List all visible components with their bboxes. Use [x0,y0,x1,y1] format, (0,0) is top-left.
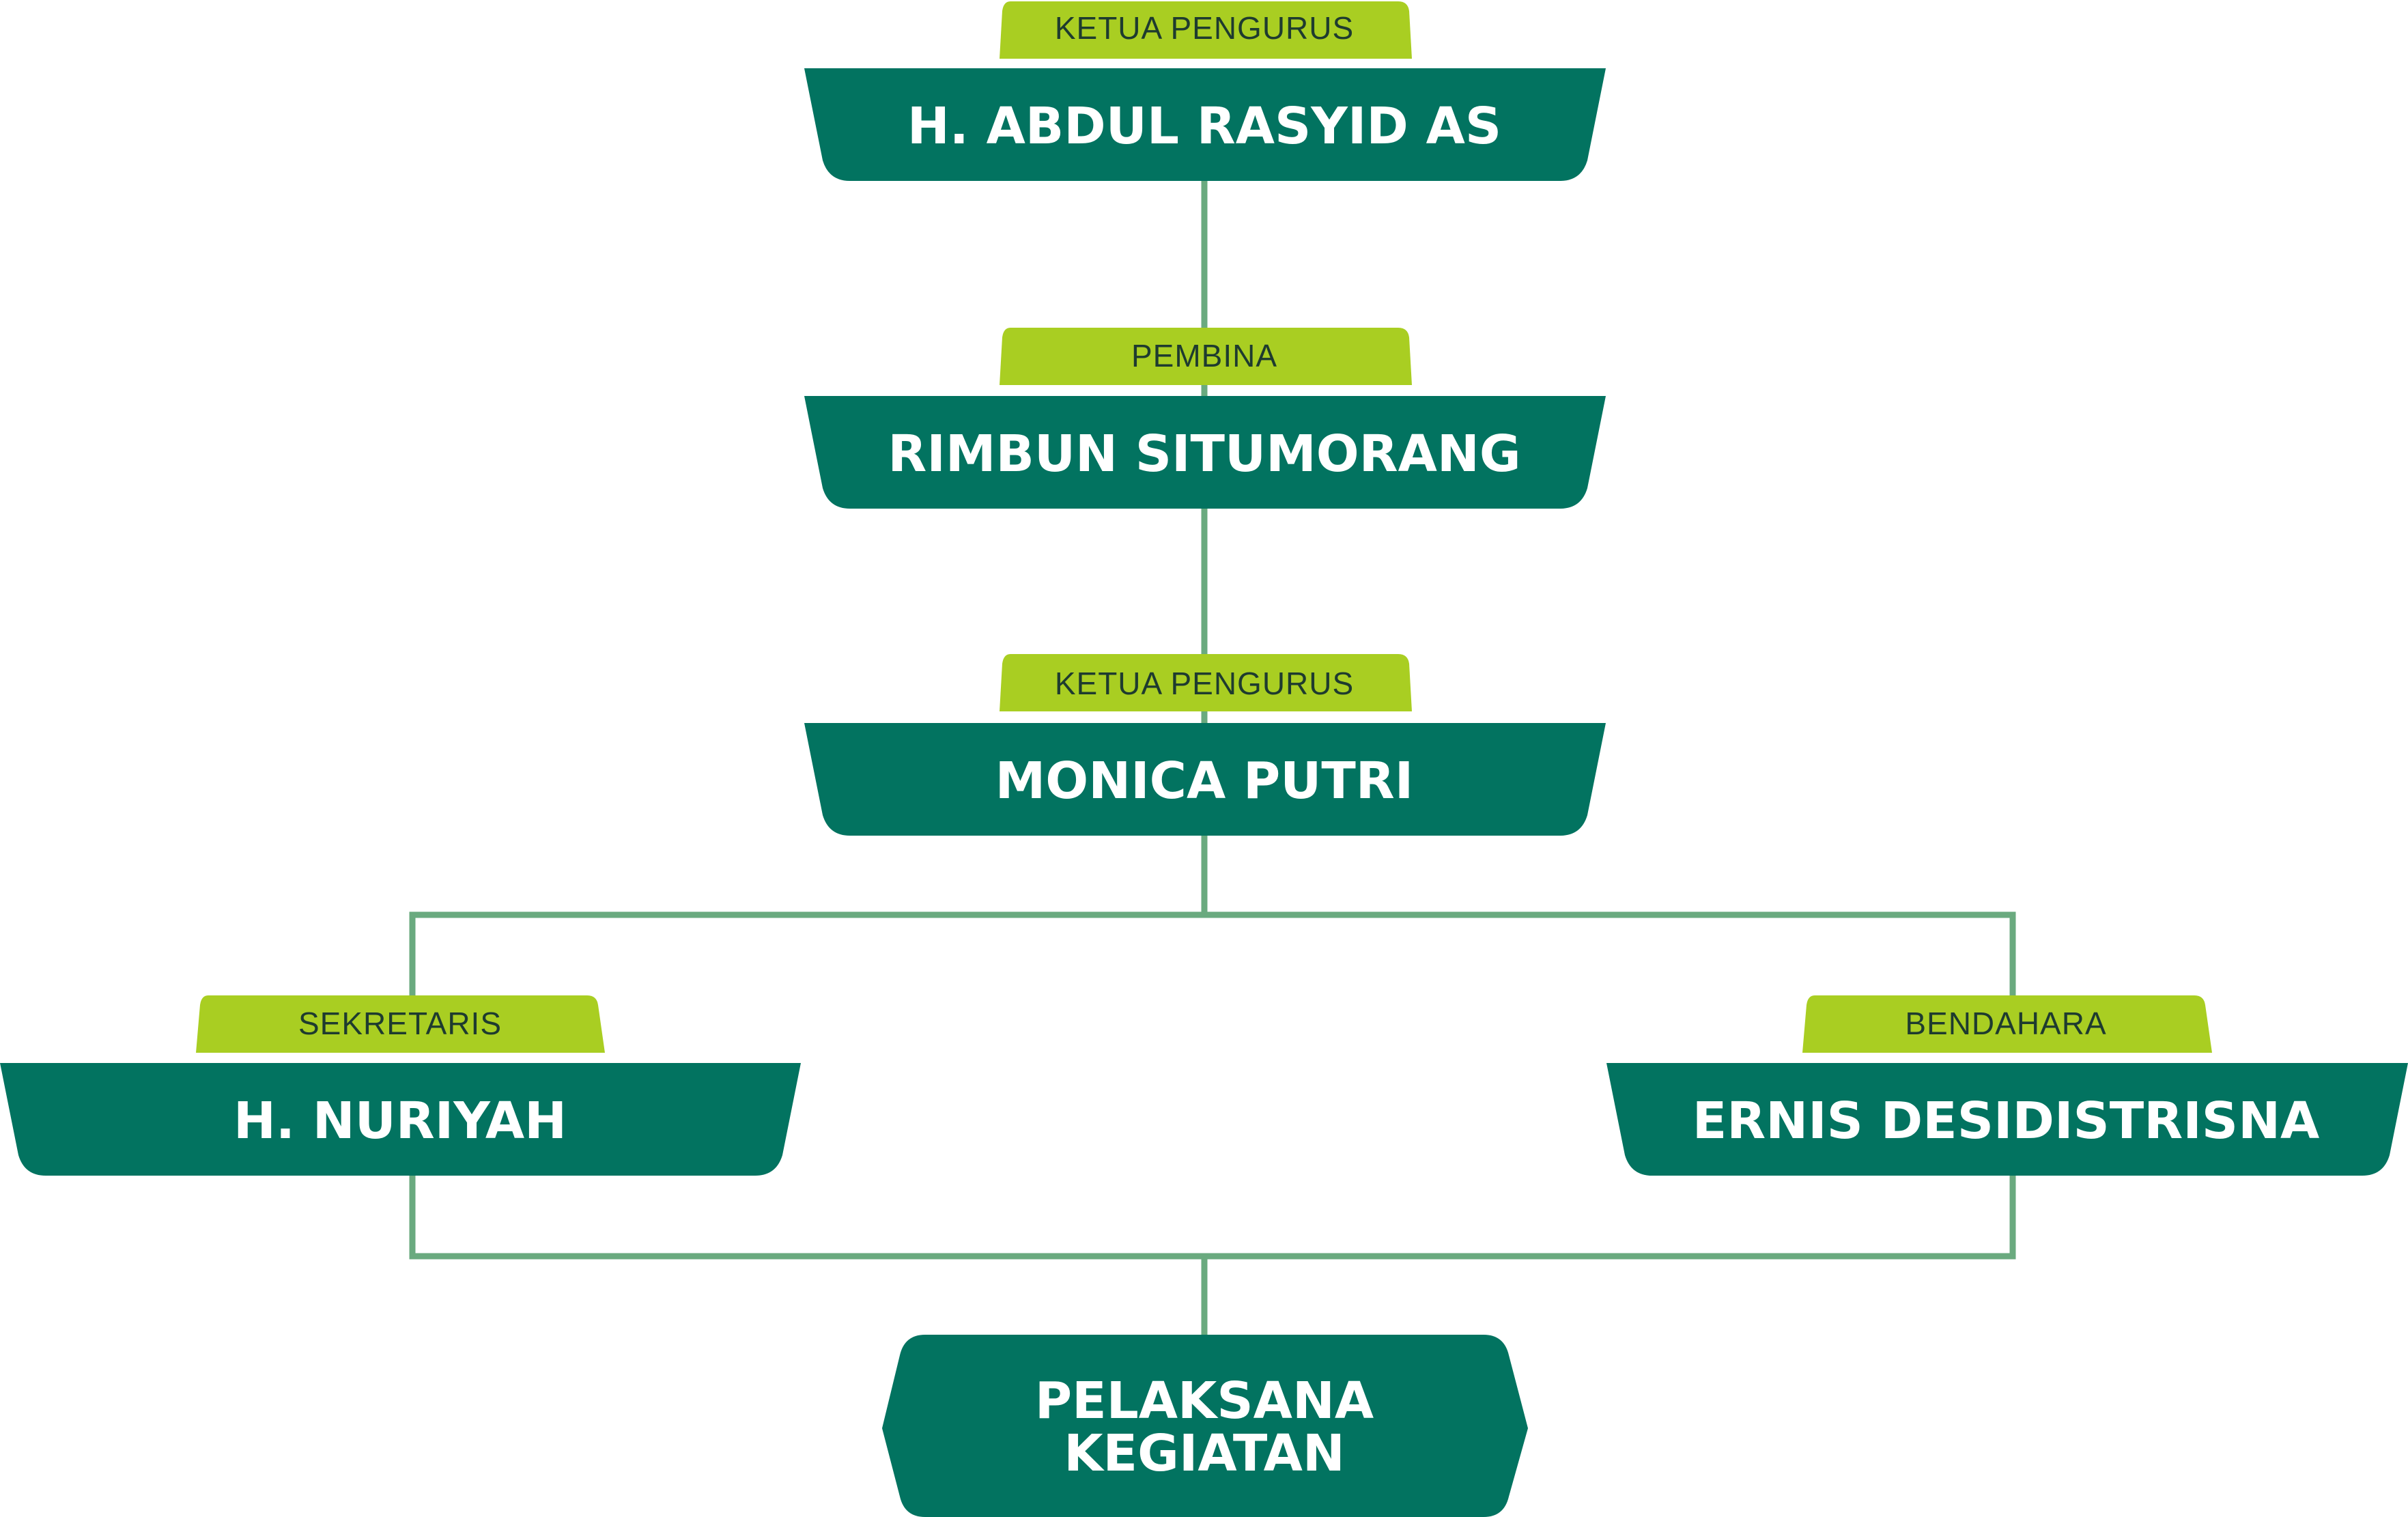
node-ketua-pengurus-middle: KETUA PENGURUS MONICA PUTRI [804,654,1606,836]
node-pembina: PEMBINA RIMBUN SITUMORANG [804,328,1606,509]
role-tab [1000,654,1412,711]
name-box [882,1335,1528,1517]
role-tab [196,995,605,1053]
name-box [804,396,1606,509]
name-box [1606,1063,2408,1176]
role-label: KETUA PENGURUS [1055,666,1354,701]
connector-merge [409,1176,2016,1260]
name-label: ERNIS DESIDISTRISNA [1692,1092,2320,1150]
node-sekretaris: SEKRETARIS H. NURIYAH [0,995,801,1176]
node-bendahara: BENDAHARA ERNIS DESIDISTRISNA [1606,995,2408,1176]
role-label: SEKRETARIS [298,1006,502,1041]
connectors [409,181,2016,1337]
role-label: PEMBINA [1131,338,1277,373]
name-box [0,1063,801,1176]
name-label: MONICA PUTRI [995,752,1414,810]
pelaksana-line-1: PELAKSANA [1035,1372,1374,1430]
role-tab [1000,1,1412,59]
connector-branch [409,911,2016,997]
role-label: BENDAHARA [1905,1006,2106,1041]
node-pelaksana-kegiatan: PELAKSANA KEGIATAN [882,1335,1528,1517]
pelaksana-line-2: KEGIATAN [1064,1424,1345,1483]
name-label: H. NURIYAH [233,1092,567,1150]
name-label: H. ABDUL RASYID AS [907,97,1501,156]
role-label: KETUA PENGURUS [1055,10,1354,46]
node-ketua-pengurus-top: KETUA PENGURUS H. ABDUL RASYID AS [804,1,1606,181]
role-tab [1802,995,2212,1053]
name-box [804,68,1606,181]
name-label: RIMBUN SITUMORANG [888,425,1520,483]
name-box [804,723,1606,836]
role-tab [1000,328,1412,385]
